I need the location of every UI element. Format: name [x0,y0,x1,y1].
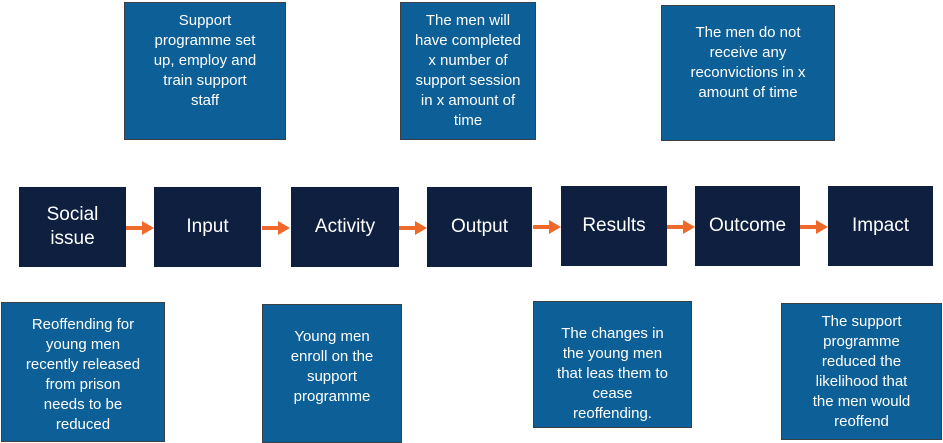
note-input: Support programme set up, employ and tra… [124,2,286,140]
stage-results: Results [561,186,667,266]
stage-activity: Activity [291,187,399,267]
arrow-right-icon [126,221,156,235]
note-social-issue: Reoffending for young men recently relea… [1,302,165,442]
arrow-right-icon [399,221,429,235]
stage-input: Input [154,187,261,267]
note-activity: Young men enroll on the support programm… [262,304,402,443]
stage-output: Output [427,187,532,267]
arrow-right-icon [533,220,563,234]
note-impact: The support programme reduced the likeli… [781,303,942,440]
arrow-right-icon [262,221,292,235]
arrow-right-icon [800,220,830,234]
note-output: The men will have completed x number of … [400,2,536,140]
stage-impact: Impact [828,186,933,266]
stage-social-issue: Social issue [19,187,126,267]
note-results: The changes in the young men that leas t… [533,301,692,428]
stage-outcome: Outcome [695,186,800,266]
note-outcome: The men do not receive any reconvictions… [661,5,835,141]
arrow-right-icon [667,220,697,234]
